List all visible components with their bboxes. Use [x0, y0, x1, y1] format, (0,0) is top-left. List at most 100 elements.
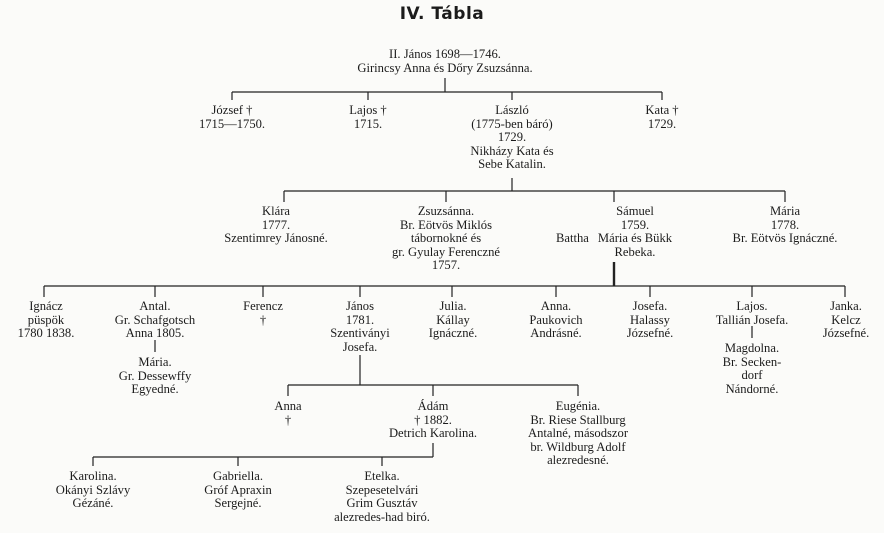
text-line: Lajos.: [736, 299, 768, 313]
text-line: 1778.: [770, 217, 800, 232]
text-line: Josefa.: [632, 299, 668, 313]
person-gabriella: Gabriella. Gróf Apraxin Sergejné.: [204, 469, 272, 511]
person-julia: Julia. Kállay Ignáczné.: [429, 299, 478, 341]
person-etelka: Etelka. Szepesetelvári Grim Gusztáv alez…: [334, 469, 430, 524]
person-adam: Ádám † 1882. Detrich Karolina.: [388, 399, 478, 441]
text-line: 1781.: [345, 312, 375, 327]
text-line: Klára: [262, 204, 290, 218]
text-line: Br. Secken-: [722, 354, 782, 369]
text-line: Gézáné.: [72, 496, 114, 511]
text-line: Janka.: [830, 299, 862, 313]
text-line: 1715.: [353, 116, 383, 131]
text-line: Etelka.: [364, 469, 400, 483]
text-line: alezredes-had biró.: [334, 509, 430, 524]
text-line: Egyedné.: [131, 382, 179, 397]
text-line: Kelcz: [831, 312, 861, 327]
root-line-1: II. János 1698—1746.: [389, 47, 501, 61]
text-line: József †: [211, 103, 253, 117]
person-janos-1781: János 1781. Szentiványi Josefa.: [330, 299, 389, 354]
text-line: Anna: [274, 399, 302, 413]
text-line: püspök: [27, 312, 65, 327]
text-line: Mária és Bükk: [597, 231, 673, 246]
text-line: †: [259, 312, 267, 327]
text-line: Gróf Apraxin: [204, 482, 272, 497]
text-line: tábornokné és: [410, 231, 482, 246]
person-janka: Janka. Kelcz Józsefné.: [822, 299, 870, 341]
text-line: Ferencz: [243, 299, 283, 313]
text-line: Karolina.: [69, 469, 117, 483]
text-line: 1729.: [497, 130, 527, 145]
text-line: László: [495, 103, 529, 117]
text-line: Sergejné.: [214, 496, 262, 511]
person-lajos: Lajos † 1715.: [349, 103, 386, 131]
person-anna: Anna. Paukovich Andrásné.: [529, 299, 583, 341]
person-antal: Antal. Gr. Schafgotsch Anna 1805.: [114, 299, 196, 341]
text-line: Rebeka.: [614, 244, 656, 259]
person-samuel: Sámuel 1759. Mária és Bükk Rebeka.: [597, 204, 673, 259]
text-line: Josefa.: [342, 339, 378, 354]
text-line: Okányi Szlávy: [55, 482, 131, 497]
text-line: Paukovich: [529, 312, 583, 327]
text-line: Ignácz: [29, 299, 63, 313]
person-anna-2: Anna †: [274, 399, 302, 427]
person-magdolna: Magdolna. Br. Secken- dorf Nándorné.: [722, 341, 782, 396]
text-line: Gr. Schafgotsch: [114, 312, 196, 327]
person-maria: Mária 1778. Br. Eötvös Ignáczné.: [733, 204, 838, 246]
text-line: Mária.: [138, 355, 172, 369]
text-line: Sámuel: [616, 204, 654, 218]
text-line: Ádám: [417, 399, 449, 413]
text-line: Magdolna.: [724, 341, 780, 355]
text-line: 1757.: [431, 258, 461, 273]
person-laszlo: László (1775-ben báró) 1729. Nikházy Kat…: [470, 103, 554, 172]
text-line: Szentimrey Jánosné.: [224, 231, 328, 246]
text-line: dorf: [741, 368, 763, 383]
samuel-prefix: Battha: [556, 231, 589, 245]
person-karolina: Karolina. Okányi Szlávy Gézáné.: [55, 469, 131, 511]
text-line: 1729.: [647, 116, 677, 131]
text-line: Antalné, másodszor: [527, 426, 629, 441]
text-line: Mária: [769, 204, 801, 218]
text-line: Julia.: [439, 299, 467, 313]
person-ignacz: Ignácz püspök 1780 1838.: [17, 299, 75, 341]
text-line: 1777.: [261, 217, 291, 232]
text-line: alezredesné.: [547, 453, 609, 468]
text-line: Józsefné.: [822, 326, 870, 341]
text-line: Gabriella.: [212, 469, 263, 483]
text-line: 1759.: [620, 217, 650, 232]
text-line: Eugénia.: [555, 399, 601, 413]
text-line: Zsuzsánna.: [417, 204, 475, 218]
text-line: Anna 1805.: [125, 326, 185, 341]
table-title: IV. Tábla: [399, 4, 485, 24]
text-line: 1715—1750.: [198, 116, 266, 131]
text-line: br. Wildburg Adolf: [530, 439, 626, 454]
root-line-2: Girincsy Anna és Dőry Zsuzsánna.: [357, 60, 533, 75]
text-line: Kata †: [645, 103, 679, 117]
person-ferencz: Ferencz †: [243, 299, 283, 327]
text-line: Józsefné.: [626, 326, 674, 341]
person-kata: Kata † 1729.: [645, 103, 679, 131]
text-line: 1780 1838.: [17, 326, 75, 341]
text-line: Szepesetelvári: [345, 482, 419, 497]
person-maria-dessewffy: Mária. Gr. Dessewffy Egyedné.: [119, 355, 192, 397]
text-line: gr. Gyulay Ferenczné: [391, 244, 501, 259]
text-line: János: [346, 299, 374, 313]
text-line: Br. Riese Stallburg: [530, 412, 626, 427]
text-line: Halassy: [630, 312, 670, 327]
text-line: Kállay: [436, 312, 470, 327]
text-line: Br. Eötvös Miklós: [399, 217, 493, 232]
text-line: Grim Gusztáv: [346, 496, 418, 511]
text-line: Nikházy Kata és: [470, 143, 554, 158]
person-klara: Klára 1777. Szentimrey Jánosné.: [224, 204, 328, 246]
text-line: Andrásné.: [530, 326, 582, 341]
text-line: Nándorné.: [725, 381, 779, 396]
person-lajos-tallian: Lajos. Tallián Josefa.: [716, 299, 789, 327]
person-root-janos: II. János 1698—1746. Girincsy Anna és Dő…: [357, 47, 533, 75]
person-eugenia: Eugénia. Br. Riese Stallburg Antalné, má…: [527, 399, 629, 468]
text-line: Antal.: [139, 299, 171, 313]
person-jozsef: József † 1715—1750.: [198, 103, 266, 131]
text-line: Sebe Katalin.: [478, 157, 546, 172]
text-line: Detrich Karolina.: [388, 426, 478, 441]
text-line: † 1882.: [414, 412, 452, 427]
